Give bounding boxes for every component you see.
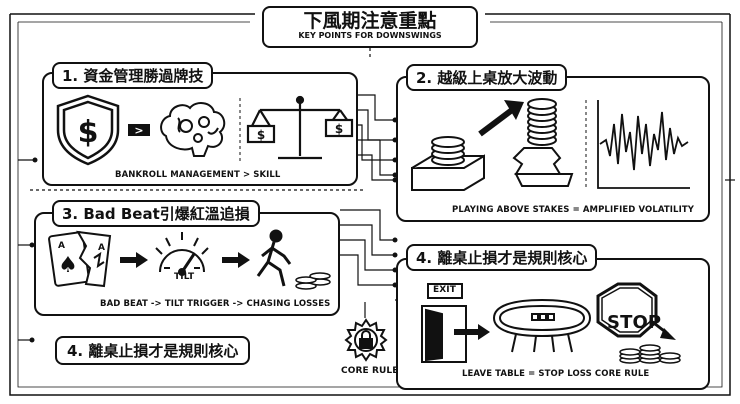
- brain-gears-icon: [160, 102, 226, 157]
- svg-text:$: $: [257, 128, 265, 142]
- crumbling-chip-stack-icon: [512, 98, 574, 187]
- panel-2-art: [411, 98, 690, 191]
- svg-text:♠: ♠: [58, 253, 78, 278]
- volatility-wave-icon: [597, 100, 690, 189]
- chip-stack-icon: [411, 136, 485, 191]
- shield-dollar-icon: $: [56, 94, 120, 166]
- section-caption-1: BANKROLL MANAGEMENT > SKILL: [115, 170, 281, 180]
- section-tab-1: 1. 資金管理勝過牌技: [52, 62, 214, 89]
- section-tab-2: 2. 越級上桌放大波動: [406, 64, 568, 91]
- tilt-label: TILT: [174, 272, 195, 282]
- poker-table-icon: [492, 298, 592, 353]
- gear-lock-icon: [344, 318, 388, 362]
- tilt-gauge-icon: [155, 232, 209, 276]
- section-tab-5: 4. 離桌止損才是規則核心: [55, 336, 251, 365]
- core-rule-label: CORE RULE: [341, 366, 399, 376]
- svg-text:$: $: [335, 122, 343, 136]
- balance-scale-icon: $ $: [246, 95, 354, 160]
- arrow-right-icon: [222, 252, 250, 268]
- arrow-right-icon: [120, 252, 148, 268]
- section-tab-4: 4. 離桌止損才是規則核心: [406, 244, 598, 271]
- title-box: 下風期注意重點 KEY POINTS FOR DOWNSWINGS: [262, 6, 478, 48]
- svg-text:A: A: [58, 241, 65, 251]
- section-caption-2: PLAYING ABOVE STAKES = AMPLIFIED VOLATIL…: [452, 205, 694, 215]
- section-tab-3: 3. Bad Beat引爆紅溫追損: [52, 200, 260, 227]
- panel-1-art: $ > $ $: [56, 94, 354, 166]
- trend-arrow-icon: [478, 100, 524, 137]
- torn-cards-icon: A ♠ A: [48, 230, 112, 288]
- panel-3-art: A ♠ A: [48, 229, 331, 290]
- chip-stack-icon: [619, 344, 681, 364]
- arrow-right-icon: [454, 324, 490, 340]
- stop-label: STOP: [607, 312, 662, 333]
- exit-label: EXIT: [433, 285, 456, 295]
- panel-4-art: [421, 282, 681, 364]
- exit-door-icon: [421, 283, 467, 363]
- svg-text:A: A: [98, 243, 105, 253]
- section-caption-4: LEAVE TABLE = STOP LOSS CORE RULE: [462, 369, 650, 379]
- arrow-right-icon: >: [128, 124, 150, 137]
- section-caption-3: BAD BEAT -> TILT TRIGGER -> CHASING LOSS…: [100, 299, 331, 309]
- svg-text:>: >: [134, 124, 143, 137]
- chasing-man-icon: [256, 229, 331, 290]
- svg-text:$: $: [78, 115, 99, 150]
- trend-arrow-icon: [649, 318, 676, 340]
- page-subtitle: KEY POINTS FOR DOWNSWINGS: [298, 31, 442, 40]
- page-title: 下風期注意重點: [303, 10, 437, 32]
